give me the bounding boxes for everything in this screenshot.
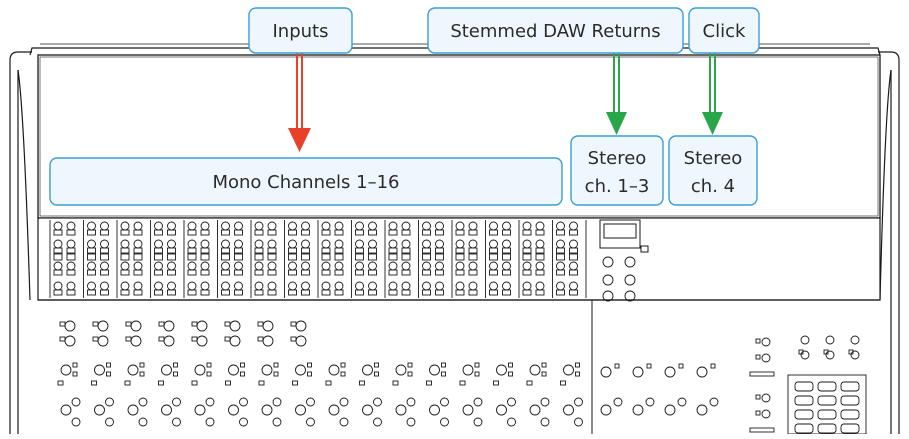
lower-controls — [57, 320, 867, 435]
svg-text:ch. 4: ch. 4 — [691, 176, 735, 197]
channel-strip — [384, 220, 411, 298]
stereo-meter-block — [599, 219, 649, 253]
stemmed-arrow — [606, 53, 627, 135]
channel-strip — [485, 220, 511, 298]
svg-text:Stemmed DAW Returns: Stemmed DAW Returns — [450, 21, 660, 42]
label-stereo-ch1-3: Stereo ch. 1–3 — [570, 135, 664, 206]
label-stereo-ch4: Stereo ch. 4 — [668, 135, 758, 206]
channel-strip — [183, 220, 210, 298]
channel-strip — [518, 220, 545, 298]
channel-strip — [116, 220, 143, 298]
channel-strips — [49, 220, 636, 302]
svg-text:Stereo: Stereo — [684, 148, 743, 169]
channel-strip — [284, 220, 310, 298]
channel-strip — [49, 220, 76, 298]
channel-strip — [83, 220, 109, 298]
console-side-right — [878, 51, 900, 434]
svg-text:Click: Click — [703, 21, 746, 42]
channel-strip — [418, 220, 444, 298]
meter-bridge-inner — [39, 56, 879, 217]
channel-strip — [351, 220, 377, 298]
channel-strip — [250, 220, 277, 298]
svg-text:Mono Channels 1–16: Mono Channels 1–16 — [212, 172, 399, 193]
inputs-arrow — [288, 53, 311, 152]
click-arrow — [702, 53, 723, 135]
label-click: Click — [688, 7, 760, 54]
channel-strip — [150, 220, 176, 298]
label-inputs: Inputs — [248, 7, 353, 54]
channel-strip — [552, 220, 578, 298]
label-stemmed-daw-returns: Stemmed DAW Returns — [427, 7, 684, 54]
channel-strip — [217, 220, 243, 298]
console-side-left — [9, 51, 32, 434]
channel-strip — [317, 220, 344, 298]
svg-text:Stereo: Stereo — [588, 148, 647, 169]
svg-text:ch. 1–3: ch. 1–3 — [585, 176, 650, 197]
label-mono-channels: Mono Channels 1–16 — [49, 157, 563, 206]
channel-input-section — [37, 217, 881, 301]
channel-strip — [451, 220, 478, 298]
svg-text:Inputs: Inputs — [273, 21, 329, 42]
